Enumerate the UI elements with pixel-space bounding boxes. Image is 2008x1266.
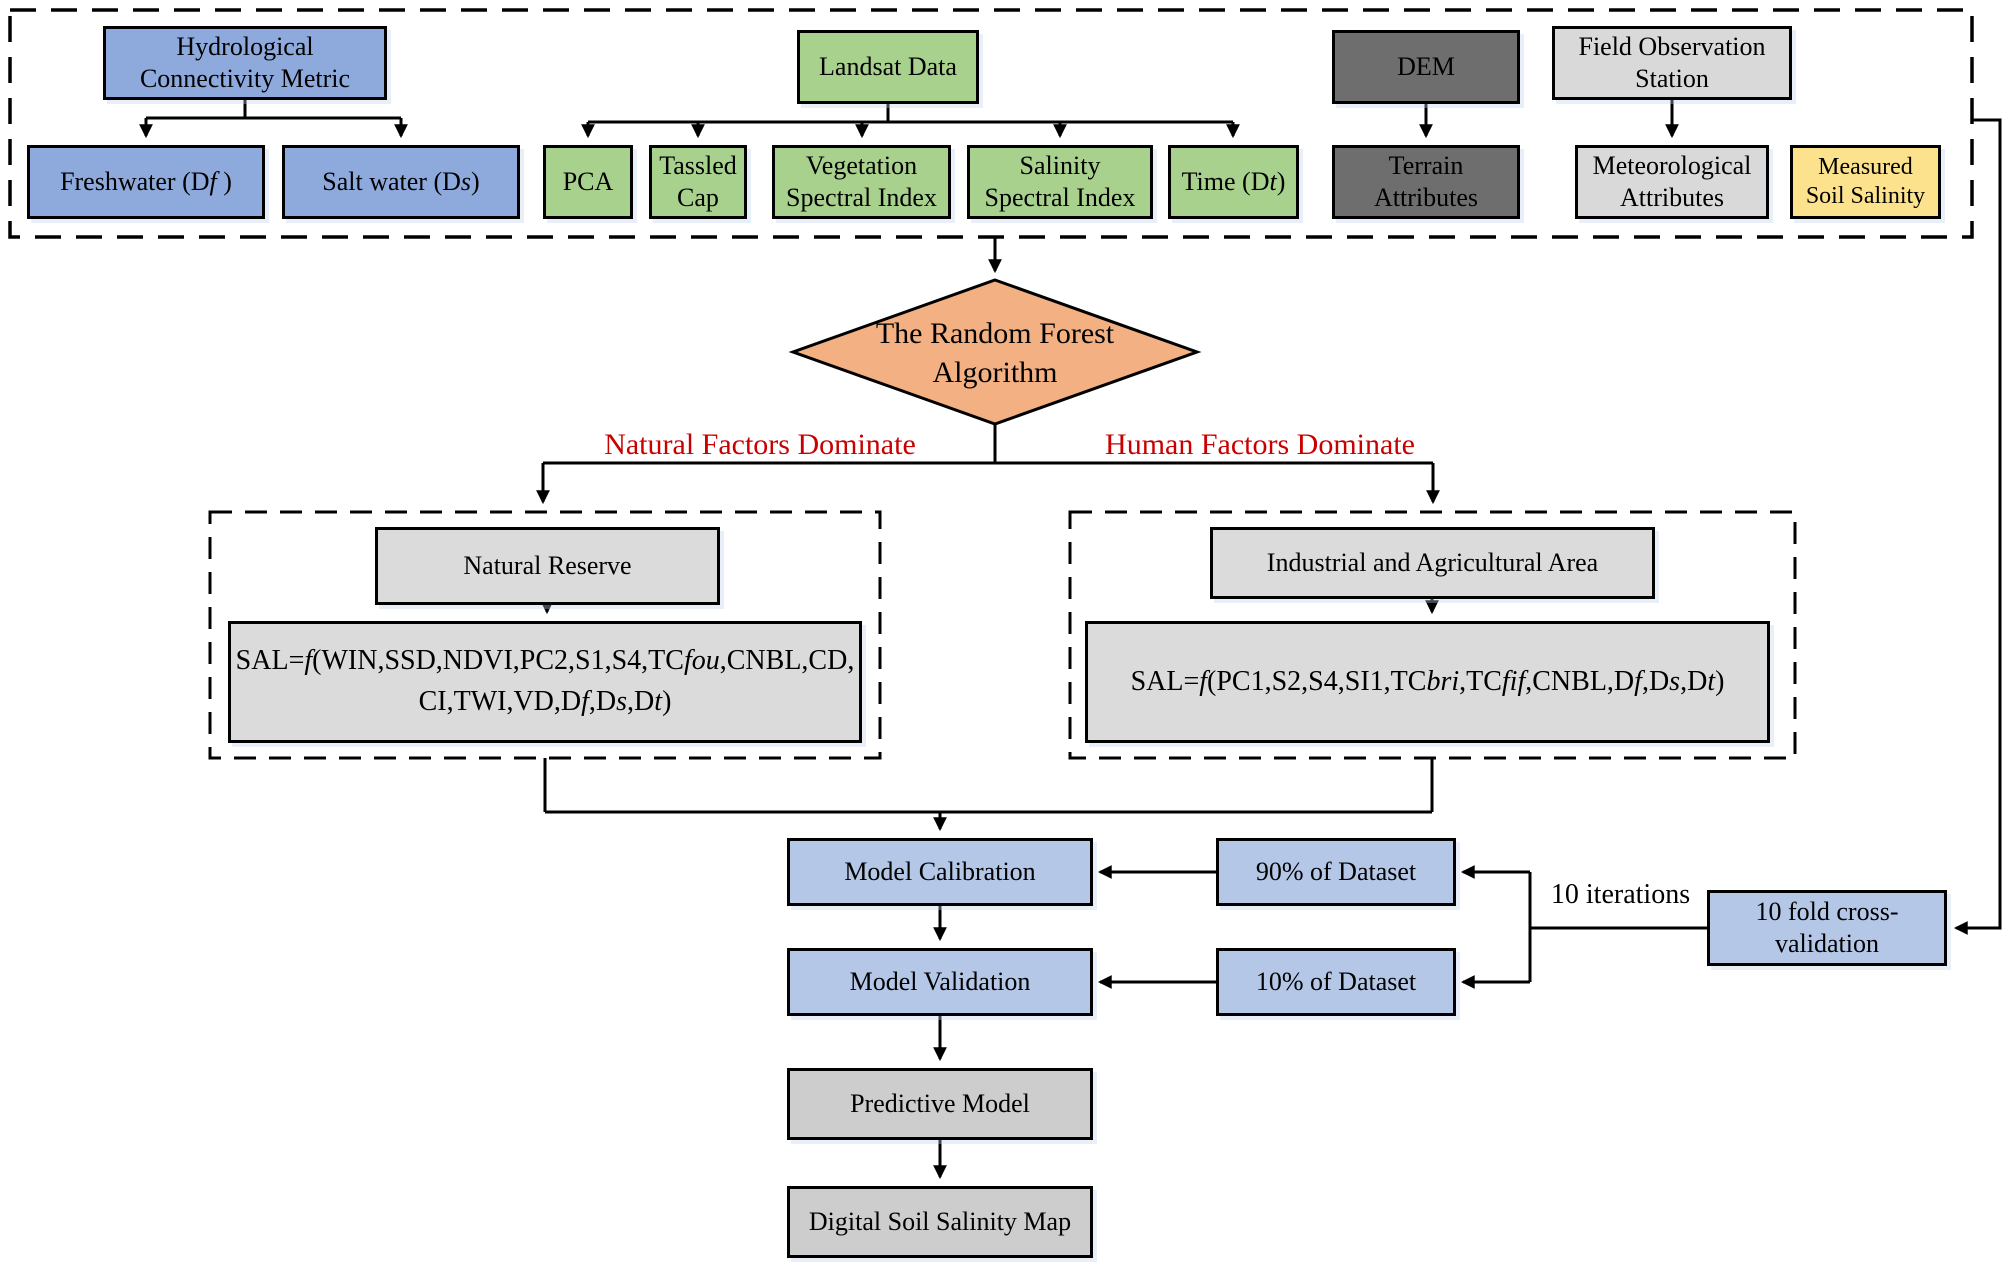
box-field-observation-station: Field Observation Station (1552, 26, 1792, 100)
arrow-data-to-crossvalidation (1953, 118, 2002, 935)
box-digital-soil-salinity-map: Digital Soil Salinity Map (787, 1186, 1093, 1258)
box-natural-reserve-formula: SAL=f(WIN,SSD,NDVI,PC2,S1,S4,TCfou,CNBL,… (228, 621, 862, 743)
box-hydrological-connectivity-metric: Hydrological Connectivity Metric (103, 26, 387, 100)
landsat-elbow-connector (588, 104, 1233, 124)
merge-connector (543, 758, 1434, 814)
box-time: Time (Dt) (1168, 145, 1299, 219)
box-salt-water: Salt water (Ds) (282, 145, 520, 219)
box-predictive-model: Predictive Model (787, 1068, 1093, 1140)
box-vegetation-spectral-index: Vegetation Spectral Index (772, 145, 951, 219)
decision-diamond-label: The Random Forest Algorithm (875, 317, 1115, 389)
box-pca: PCA (543, 145, 633, 219)
box-freshwater: Freshwater (Df ) (27, 145, 265, 219)
branch-label-human-factors: Human Factors Dominate (1105, 428, 1415, 461)
hydro-elbow-connector (146, 100, 401, 120)
box-natural-reserve: Natural Reserve (375, 527, 720, 605)
label-10-iterations: 10 iterations (1550, 879, 1691, 910)
box-industrial-agricultural-area: Industrial and Agricultural Area (1210, 527, 1655, 599)
box-dataset-90: 90% of Dataset (1216, 838, 1456, 906)
box-dem: DEM (1332, 30, 1520, 104)
box-industrial-formula: SAL=f(PC1,S2,S4,SI1,TCbri,TCfif,CNBL,Df,… (1085, 621, 1770, 743)
box-model-calibration: Model Calibration (787, 838, 1093, 906)
box-10-fold-cross-validation: 10 fold cross-validation (1707, 890, 1947, 966)
box-salinity-spectral-index: Salinity Spectral Index (967, 145, 1153, 219)
box-landsat-data: Landsat Data (797, 30, 979, 104)
branch-split-connector (543, 424, 1433, 465)
input-data-dashed-container (8, 8, 1974, 239)
box-dataset-10: 10% of Dataset (1216, 948, 1456, 1016)
box-model-validation: Model Validation (787, 948, 1093, 1016)
box-tassled-cap: Tassled Cap (649, 145, 747, 219)
branch-label-natural-factors: Natural Factors Dominate (604, 428, 916, 461)
box-meteorological-attributes: Meteorological Attributes (1575, 145, 1769, 219)
natural-reserve-dashed-container (208, 510, 882, 760)
box-measured-soil-salinity: Measured Soil Salinity (1790, 145, 1941, 219)
box-terrain-attributes: Terrain Attributes (1332, 145, 1520, 219)
